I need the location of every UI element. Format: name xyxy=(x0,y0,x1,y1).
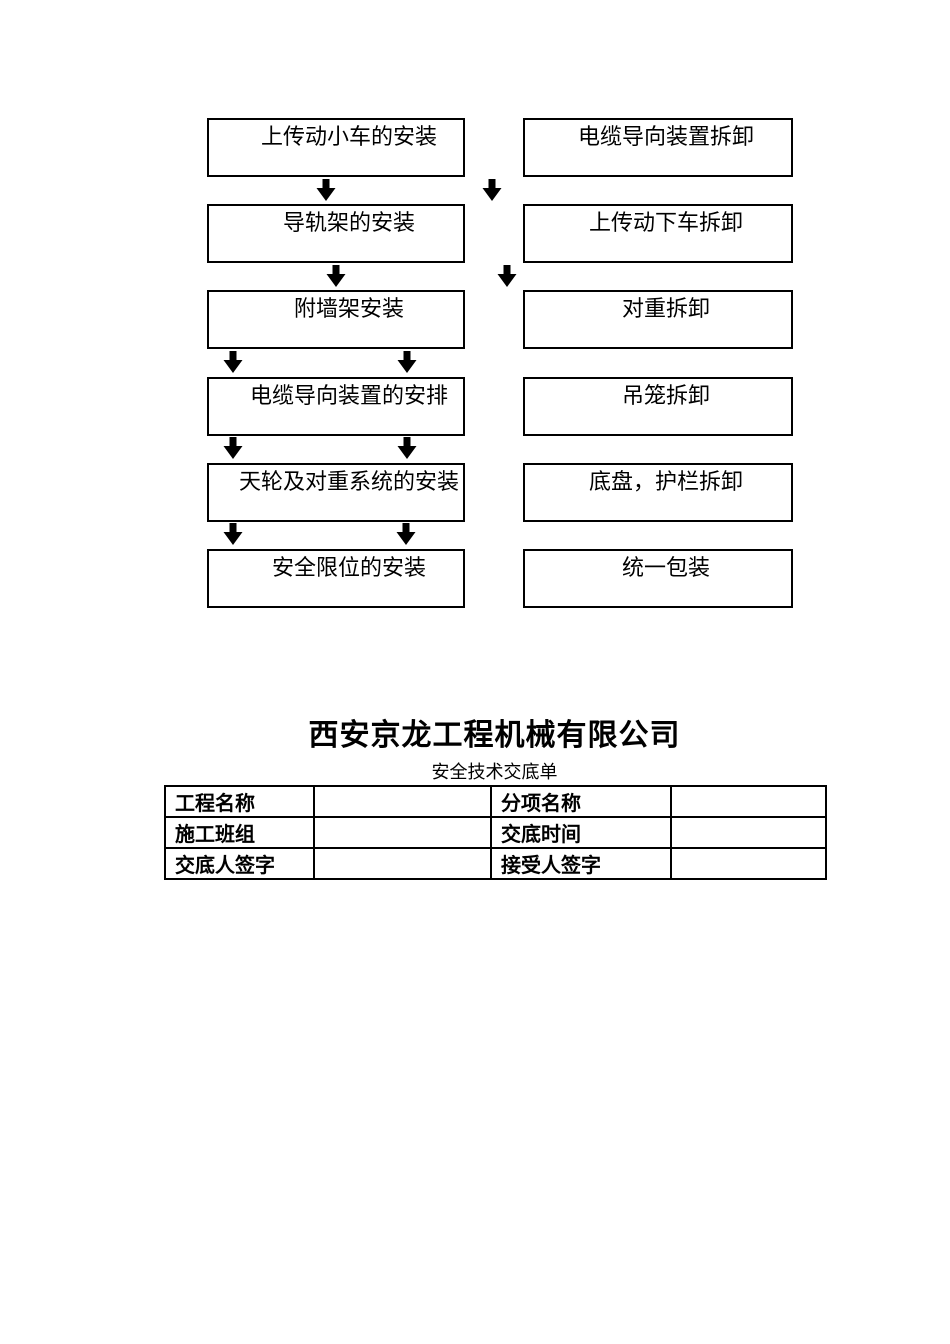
flow-step-dismantle-6: 统一包装 xyxy=(523,549,793,608)
down-arrow-icon xyxy=(482,179,502,201)
flow-step-dismantle-2: 上传动下车拆卸 xyxy=(523,204,793,263)
company-title: 西安京龙工程机械有限公司 xyxy=(308,718,681,753)
table-label-receiver-signature: 接受人签字 xyxy=(490,847,672,880)
flow-step-dismantle-3: 对重拆卸 xyxy=(523,290,793,349)
table-label-project-name: 工程名称 xyxy=(164,785,315,818)
table-label-subitem-name: 分项名称 xyxy=(490,785,672,818)
form-subtitle: 安全技术交底单 xyxy=(431,762,558,783)
flow-step-dismantle-5: 底盘，护栏拆卸 xyxy=(523,463,793,522)
table-row: 工程名称 分项名称 xyxy=(164,785,827,818)
table-value-project-name[interactable] xyxy=(313,785,492,818)
table-value-disclosure-time[interactable] xyxy=(670,816,827,849)
flow-step-install-1: 上传动小车的安装 xyxy=(207,118,465,177)
down-arrow-icon xyxy=(223,351,243,373)
table-value-subitem-name[interactable] xyxy=(670,785,827,818)
down-arrow-icon xyxy=(316,179,336,201)
flow-step-dismantle-4: 吊笼拆卸 xyxy=(523,377,793,436)
flow-step-install-3: 附墙架安装 xyxy=(207,290,465,349)
table-label-discloser-signature: 交底人签字 xyxy=(164,847,315,880)
flow-step-install-6: 安全限位的安装 xyxy=(207,549,465,608)
table-value-work-team[interactable] xyxy=(313,816,492,849)
disclosure-info-table: 工程名称 分项名称 施工班组 交底时间 交底人签字 接受人签字 xyxy=(164,785,827,880)
table-label-disclosure-time: 交底时间 xyxy=(490,816,672,849)
flow-step-install-4: 电缆导向装置的安排 xyxy=(207,377,465,436)
table-row: 交底人签字 接受人签字 xyxy=(164,847,827,880)
flow-step-install-5: 天轮及对重系统的安装 xyxy=(207,463,465,522)
flow-step-install-2: 导轨架的安装 xyxy=(207,204,465,263)
table-value-discloser-signature[interactable] xyxy=(313,847,492,880)
down-arrow-icon xyxy=(397,437,417,459)
table-label-work-team: 施工班组 xyxy=(164,816,315,849)
down-arrow-icon xyxy=(326,265,346,287)
down-arrow-icon xyxy=(497,265,517,287)
down-arrow-icon xyxy=(223,437,243,459)
down-arrow-icon xyxy=(397,351,417,373)
down-arrow-icon xyxy=(396,523,416,545)
down-arrow-icon xyxy=(223,523,243,545)
flow-step-dismantle-1: 电缆导向装置拆卸 xyxy=(523,118,793,177)
table-value-receiver-signature[interactable] xyxy=(670,847,827,880)
table-row: 施工班组 交底时间 xyxy=(164,816,827,849)
